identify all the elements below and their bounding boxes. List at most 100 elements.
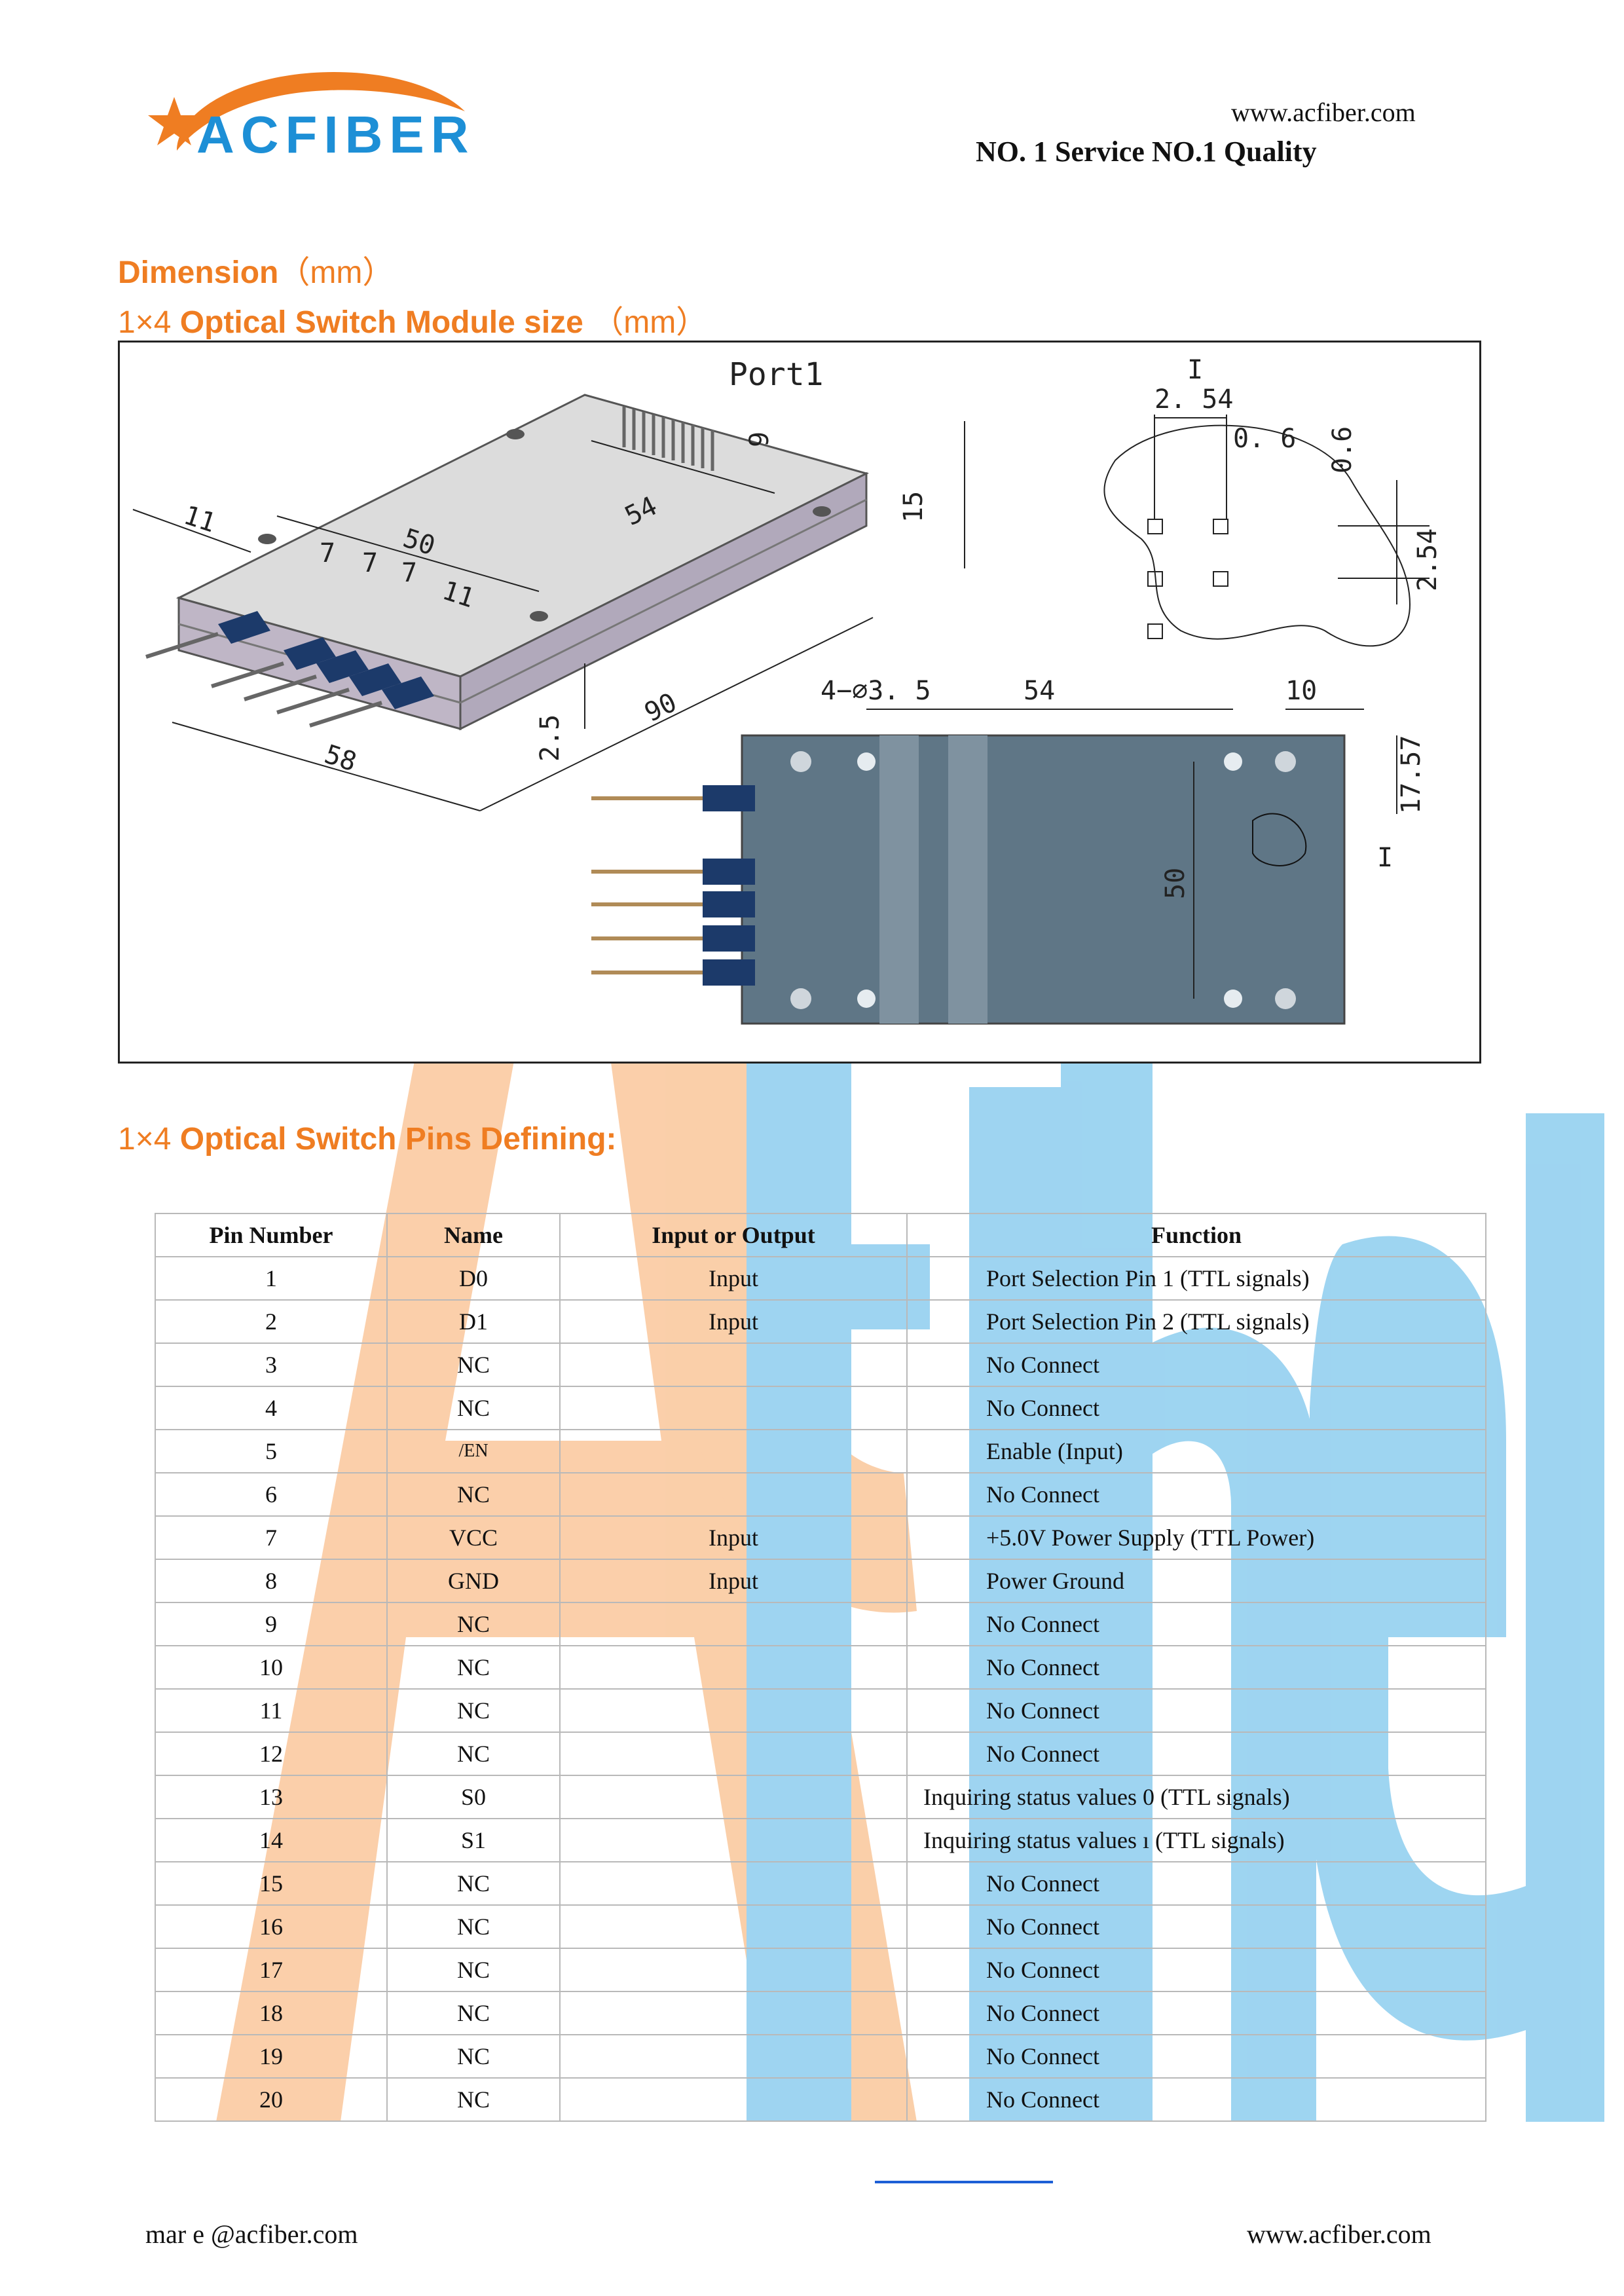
pin-io-cell: [559, 1342, 908, 1387]
pin-function-cell: Inquiring status values ı (TTL signals): [906, 1818, 1486, 1862]
label-7-a: 7: [320, 538, 335, 568]
pin-number-cell: 2: [155, 1299, 388, 1344]
pin-number-cell: 9: [155, 1602, 388, 1646]
detail-i-marker: I: [1377, 843, 1393, 873]
label-90: 90: [640, 688, 681, 728]
table-header-row: Pin Number Name Input or Output Function: [155, 1213, 1486, 1257]
header-function: Function: [906, 1213, 1486, 1257]
pin-io-cell: [559, 1688, 908, 1733]
pin-number-cell: 18: [155, 1991, 388, 2035]
pin-name-cell: NC: [386, 1645, 561, 1690]
pin-name-cell: GND: [386, 1559, 561, 1603]
pin-name-cell: NC: [386, 1948, 561, 1992]
pin-number-cell: 11: [155, 1688, 388, 1733]
dimension-drawing: Port1 11 50 54 7 7 7 11 9 15 2.5 90 58: [118, 341, 1481, 1064]
pin-function-cell: No Connect: [906, 1386, 1486, 1430]
pin-number-cell: 10: [155, 1645, 388, 1690]
module-size-title: Optical Switch Module size: [179, 305, 583, 340]
pin-function-cell: No Connect: [906, 1645, 1486, 1690]
header-pin-number: Pin Number: [155, 1213, 388, 1257]
pin-number-cell: 3: [155, 1342, 388, 1387]
pin-name-cell: NC: [386, 1731, 561, 1776]
pin-io-cell: Input: [559, 1299, 908, 1344]
pins-heading-prefix: 1×4: [118, 1122, 172, 1157]
acfiber-logo-swoosh: [148, 72, 465, 151]
label-50-bottom: 50: [1160, 868, 1190, 899]
pin-function-cell: No Connect: [906, 1472, 1486, 1517]
pin-name-cell: NC: [386, 1386, 561, 1430]
label-0-6-v: 0.6: [1327, 426, 1357, 473]
dimension-drawing-svg: Port1 11 50 54 7 7 7 11 9 15 2.5 90 58: [132, 355, 1443, 1025]
pin-name-cell: D0: [386, 1256, 561, 1301]
detail-i-label: I: [1187, 355, 1203, 385]
pin-io-cell: [559, 1948, 908, 1992]
pin-function-cell: Enable (Input): [906, 1429, 1486, 1473]
pin-function-cell: Inquiring status values 0 (TTL signals): [906, 1775, 1486, 1819]
module-size-prefix: 1×4: [118, 305, 172, 340]
pin-name-cell: NC: [386, 1602, 561, 1646]
pins-heading: 1×4 Optical Switch Pins Defining:: [118, 1121, 617, 1157]
dimension-heading: Dimension（mm）: [118, 246, 394, 292]
pin-function-cell: No Connect: [906, 1342, 1486, 1387]
pin-name-cell: D1: [386, 1299, 561, 1344]
label-58: 58: [321, 739, 360, 778]
pin-number-cell: 17: [155, 1948, 388, 1992]
label-2-54-top: 2. 54: [1154, 384, 1233, 415]
footer-website: www.acfiber.com: [1247, 2219, 1431, 2249]
pin-io-cell: Input: [559, 1256, 908, 1301]
dimension-title: Dimension: [118, 255, 279, 290]
pin-number-cell: 20: [155, 2077, 388, 2122]
pin-io-cell: Input: [559, 1559, 908, 1603]
pin-function-cell: No Connect: [906, 1991, 1486, 2035]
pin-function-cell: No Connect: [906, 2034, 1486, 2079]
pin-io-cell: [559, 1991, 908, 2035]
pin-number-cell: 8: [155, 1559, 388, 1603]
pin-number-cell: 14: [155, 1818, 388, 1862]
module-size-heading: 1×4 Optical Switch Module size （mm）: [118, 296, 707, 342]
dimension-unit: （mm）: [278, 255, 394, 290]
label-11-top: 11: [180, 500, 219, 539]
pin-function-cell: No Connect: [906, 1904, 1486, 1949]
label-7-b: 7: [362, 548, 378, 578]
pin-function-cell: No Connect: [906, 1602, 1486, 1646]
pin-name-cell: NC: [386, 2077, 561, 2122]
label-0-6-h: 0. 6: [1233, 424, 1296, 454]
pin-number-cell: 5: [155, 1429, 388, 1473]
pin-name-cell: S1: [386, 1818, 561, 1862]
pin-number-cell: 16: [155, 1904, 388, 1949]
pin-io-cell: [559, 2077, 908, 2122]
pin-number-cell: 4: [155, 1386, 388, 1430]
pin-name-cell: NC: [386, 2034, 561, 2079]
label-10: 10: [1285, 676, 1317, 706]
pin-number-cell: 1: [155, 1256, 388, 1301]
pin-function-cell: Port Selection Pin 1 (TTL signals): [906, 1256, 1486, 1301]
header-website: www.acfiber.com: [1231, 98, 1416, 127]
label-2-54-side: 2.54: [1412, 528, 1443, 591]
pin-io-cell: [559, 1602, 908, 1646]
header-name: Name: [386, 1213, 561, 1257]
label-9: 9: [745, 432, 775, 447]
pin-io-cell: [559, 1861, 908, 1906]
pin-io-cell: [559, 1429, 908, 1473]
acfiber-logo-text: ACFIBER: [196, 105, 475, 164]
pin-function-cell: No Connect: [906, 2077, 1486, 2122]
pin-number-cell: 12: [155, 1731, 388, 1776]
header-input-output: Input or Output: [559, 1213, 908, 1257]
pin-name-cell: NC: [386, 1861, 561, 1906]
pin-function-cell: +5.0V Power Supply (TTL Power): [906, 1515, 1486, 1560]
pin-function-cell: No Connect: [906, 1861, 1486, 1906]
